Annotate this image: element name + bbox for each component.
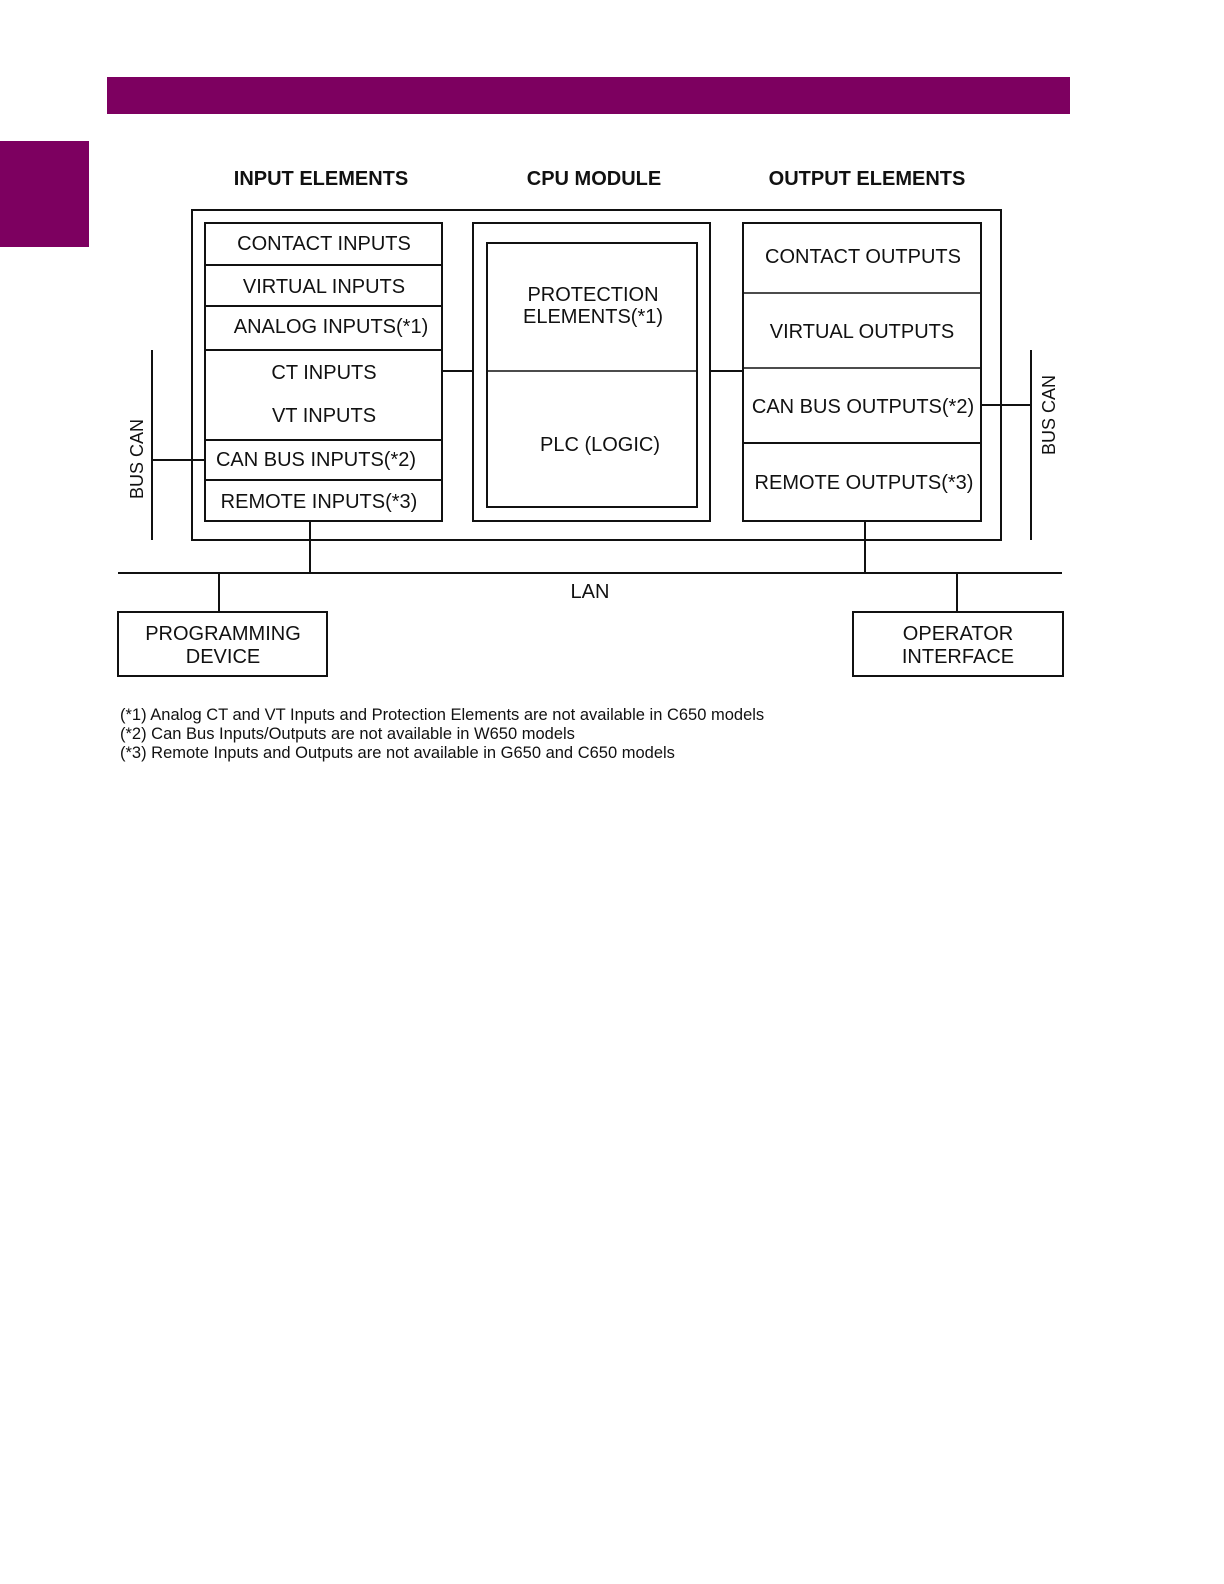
cpu-module-box: [472, 222, 711, 522]
bus-can-left-label: BUS CAN: [127, 419, 147, 499]
operator-interface-box: [852, 611, 1064, 677]
footnotes: (*1) Analog CT and VT Inputs and Protect…: [120, 706, 1020, 763]
bus-can-right-label: BUS CAN: [1039, 375, 1059, 455]
programming-device-label-line1: PROGRAMMING: [145, 623, 301, 645]
contact-inputs-label: CONTACT INPUTS: [237, 233, 411, 255]
can-bus-inputs-label: CAN BUS INPUTS(*2): [216, 449, 416, 471]
protection-elements-label-line2: ELEMENTS(*1): [523, 306, 663, 328]
virtual-outputs-label: VIRTUAL OUTPUTS: [770, 321, 954, 343]
cpu-module-header: CPU MODULE: [527, 168, 661, 190]
protection-elements-label-line1: PROTECTION: [527, 284, 658, 306]
remote-outputs-label: REMOTE OUTPUTS(*3): [755, 472, 974, 494]
footnote-2: (*2) Can Bus Inputs/Outputs are not avai…: [120, 725, 575, 743]
ct-inputs-label: CT INPUTS: [271, 362, 376, 384]
operator-interface-label-line1: OPERATOR: [903, 623, 1013, 645]
chapter-tab: [0, 141, 89, 247]
cpu-inner-box: [486, 242, 698, 508]
can-bus-outputs-label: CAN BUS OUTPUTS(*2): [752, 396, 974, 418]
input-elements-header: INPUT ELEMENTS: [234, 168, 408, 190]
plc-logic-label: PLC (LOGIC): [540, 434, 660, 456]
operator-interface-label-line2: INTERFACE: [902, 646, 1014, 668]
lan-label: LAN: [571, 581, 610, 603]
analog-inputs-label: ANALOG INPUTS(*1): [234, 316, 428, 338]
programming-device-label-line2: DEVICE: [186, 646, 260, 668]
header-bar: [107, 77, 1070, 114]
architecture-diagram: INPUT ELEMENTS CPU MODULE OUTPUT ELEMENT…: [117, 168, 1064, 677]
remote-inputs-label: REMOTE INPUTS(*3): [221, 491, 418, 513]
virtual-inputs-label: VIRTUAL INPUTS: [243, 276, 405, 298]
output-elements-header: OUTPUT ELEMENTS: [769, 168, 966, 190]
contact-outputs-label: CONTACT OUTPUTS: [765, 246, 961, 268]
vt-inputs-label: VT INPUTS: [272, 405, 376, 427]
relay-outer-box: [191, 209, 1002, 541]
programming-device-box: [117, 611, 328, 677]
footnote-1: (*1) Analog CT and VT Inputs and Protect…: [120, 706, 765, 724]
footnote-3: (*3) Remote Inputs and Outputs are not a…: [120, 744, 675, 762]
